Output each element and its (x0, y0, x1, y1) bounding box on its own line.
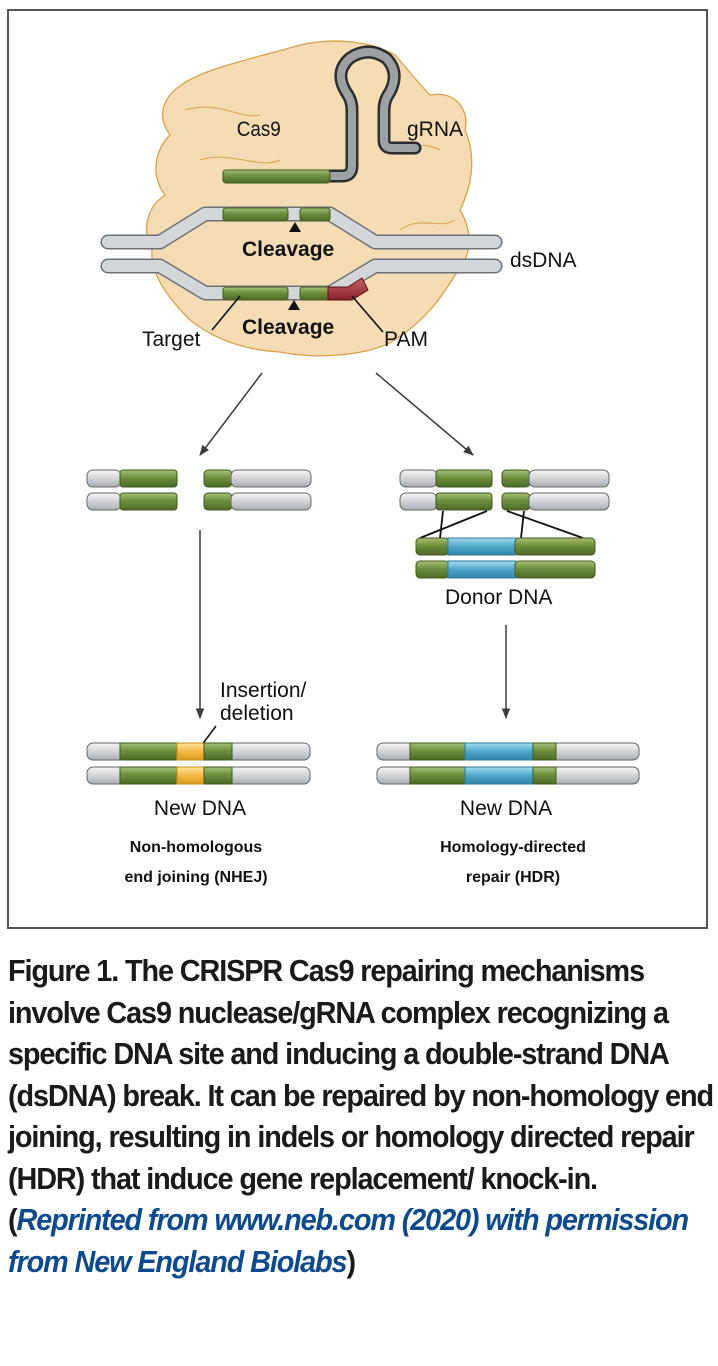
nhej-title-line1: Non-homologous (130, 839, 263, 856)
insertion-label-line1: Insertion/ (220, 679, 307, 702)
hdr-new-dna (376, 742, 640, 785)
hdr-title-line1: Homology-directed (440, 839, 586, 856)
target-segment-bottom-left (222, 286, 289, 301)
figure-caption: Figure 1. The CRISPR Cas9 repairing mech… (8, 950, 715, 1282)
caption-credit-link[interactable]: Reprinted from www.neb.com (2020) with p… (8, 1202, 689, 1279)
grna-spacer-segment (222, 169, 331, 184)
target-segment-top-right (299, 207, 331, 222)
donor-dna-label: Donor DNA (445, 586, 552, 609)
caption-main-text: Figure 1. The CRISPR Cas9 repairing mech… (8, 953, 714, 1237)
arrow-to-nhej (199, 372, 263, 456)
cas9-texture-line (184, 106, 456, 231)
arrow-to-hdr (375, 372, 474, 456)
cleavage-label-bottom: Cleavage (242, 316, 334, 339)
cas9-protein-shape (146, 40, 473, 357)
pam-label: PAM (384, 328, 428, 351)
caption-close-paren: ) (346, 1243, 356, 1279)
target-segment-bottom-right (299, 286, 331, 301)
pam-pointer-line (351, 295, 384, 333)
new-dna-label-left: New DNA (154, 797, 246, 820)
crispr-diagram: Cas9 gRNA dsDNA Cleavage Cleavage Target… (86, 40, 640, 886)
cleavage-triangle-bottom (288, 300, 300, 310)
hdr-broken-dna (399, 469, 610, 539)
dsdna-label: dsDNA (510, 249, 577, 272)
nhej-new-dna (86, 742, 311, 785)
donor-dna (415, 537, 596, 579)
cas9-label: Cas9 (237, 118, 281, 141)
nhej-title-line2: end joining (NHEJ) (124, 869, 267, 886)
pam-segment (327, 277, 369, 301)
target-label: Target (142, 328, 201, 351)
hdr-title-line2: repair (HDR) (466, 869, 560, 886)
cleavage-triangle-top (289, 222, 301, 232)
insertion-label-line2: deletion (220, 702, 294, 725)
grna-label: gRNA (407, 118, 463, 141)
target-segment-top-left (222, 207, 289, 222)
cleavage-label-top: Cleavage (242, 238, 334, 261)
grna-hairpin-fill (316, 48, 419, 180)
nhej-broken-dna (86, 469, 312, 511)
new-dna-label-right: New DNA (460, 797, 552, 820)
target-pointer-line (211, 295, 241, 331)
